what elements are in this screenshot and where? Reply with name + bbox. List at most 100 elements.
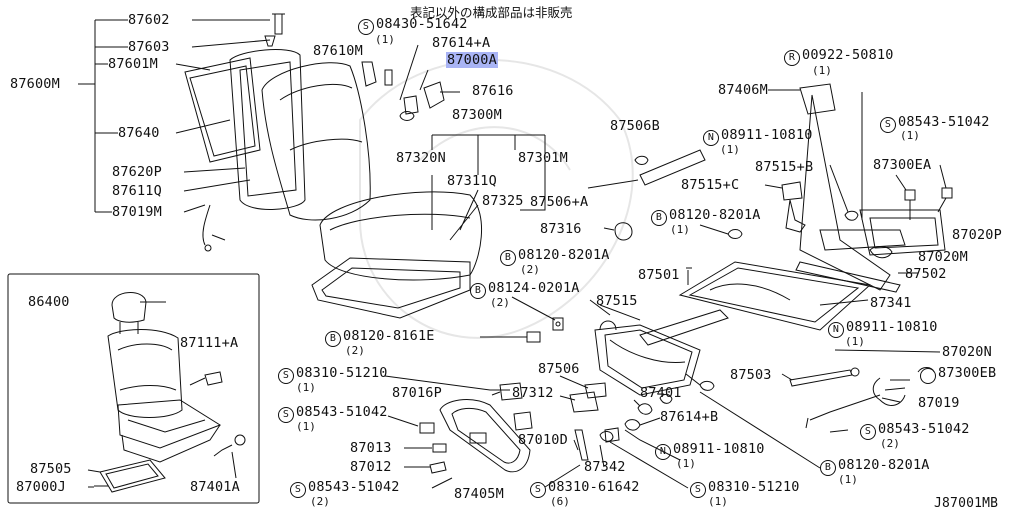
label-87301m: 87301M (518, 150, 568, 166)
label-87010d: 87010D (518, 432, 568, 448)
label-87019m: 87019M (112, 204, 162, 220)
qty-08911b: (1) (845, 335, 865, 348)
label-87600m: 87600M (10, 76, 60, 92)
label-87506: 87506 (538, 361, 580, 377)
label-86400: 86400 (28, 294, 70, 310)
label-87341: 87341 (870, 295, 912, 311)
qty-08120b: (1) (670, 223, 690, 236)
label-87401: 87401 (640, 385, 682, 401)
label-87501: 87501 (638, 267, 680, 283)
qty-08124: (2) (490, 296, 510, 309)
label-87020n: 87020N (942, 344, 992, 360)
seat-cushion (319, 191, 483, 281)
qty-08911a: (1) (720, 143, 740, 156)
seat-pan (311, 257, 471, 319)
qty-08543c: (2) (880, 437, 900, 450)
label-87316: 87316 (540, 221, 582, 237)
part-87406m (799, 83, 836, 115)
label-87405m: 87405M (454, 486, 504, 502)
label-87320n: 87320N (396, 150, 446, 166)
inset-seatback (107, 329, 183, 418)
lower-frame (594, 324, 701, 396)
label-87620p: 87620P (112, 164, 162, 180)
label-87342: 87342 (584, 459, 626, 475)
part-87020p (859, 209, 946, 256)
lower-rail-left (439, 399, 531, 473)
part-87506b (639, 149, 706, 186)
label-87602: 87602 (128, 12, 170, 28)
label-87601m: 87601M (108, 56, 158, 72)
label-87505: 87505 (30, 461, 72, 477)
label-87020p: 87020P (952, 227, 1002, 243)
label-87503: 87503 (730, 367, 772, 383)
footer-code: J87001MB (934, 496, 999, 510)
label-87312: 87312 (512, 385, 554, 401)
label-87406m: 87406M (718, 82, 768, 98)
back-panel (184, 57, 261, 163)
label-87000j: 87000J (16, 479, 66, 495)
label-87016p: 87016P (392, 385, 442, 401)
qty-08543d: (2) (310, 495, 330, 508)
label-87111a: 87111+A (180, 335, 239, 351)
qty-08120a: (2) (520, 263, 540, 276)
qty-08543b: (1) (296, 420, 316, 433)
label-87013: 87013 (350, 440, 392, 456)
inset-box (7, 273, 260, 504)
part-87610m (361, 61, 377, 87)
label-87325: 87325 (482, 193, 524, 209)
label-87603: 87603 (128, 39, 170, 55)
label-87640: 87640 (118, 125, 160, 141)
label-87610m: 87610M (313, 43, 363, 59)
rail-frame (678, 261, 872, 331)
qty-08911c: (1) (676, 457, 696, 470)
label-87614b: 87614+B (660, 409, 719, 425)
label-87300eb: 87300EB (920, 366, 996, 384)
label-87311q: 87311Q (447, 173, 497, 189)
qty-08310c: (1) (708, 495, 728, 508)
label-87000a[interactable]: 87000A (446, 52, 498, 68)
seatback-cushion (261, 62, 371, 221)
inset-headrest (111, 292, 147, 323)
label-87611q: 87611Q (112, 183, 162, 199)
label-87614a: 87614+A (432, 35, 491, 51)
upper-rail (799, 94, 891, 291)
label-87300ea: 87300EA (873, 157, 932, 173)
header-note: 表記以外の構成部品は非販売 (410, 5, 573, 20)
part-87614a (403, 95, 419, 115)
label-87515: 87515 (596, 293, 638, 309)
qty-08310b: (6) (550, 495, 570, 508)
label-87502: 87502 (905, 266, 947, 282)
qty-08430: (1) (375, 33, 395, 46)
part-87316 (614, 222, 633, 241)
qty-08543a: (1) (900, 129, 920, 142)
label-87012: 87012 (350, 459, 392, 475)
label-87515b: 87515+B (755, 159, 814, 175)
label-87401a: 87401A (190, 479, 240, 495)
label-87515c: 87515+C (681, 177, 740, 193)
label-87020m: 87020M (918, 249, 968, 265)
back-frame (229, 49, 306, 210)
qty-08120e: (2) (345, 344, 365, 357)
label-87616: 87616 (472, 83, 514, 99)
part-87616 (423, 81, 445, 109)
label-87506a: 87506+A (530, 194, 589, 210)
qty-08120c: (1) (838, 473, 858, 486)
